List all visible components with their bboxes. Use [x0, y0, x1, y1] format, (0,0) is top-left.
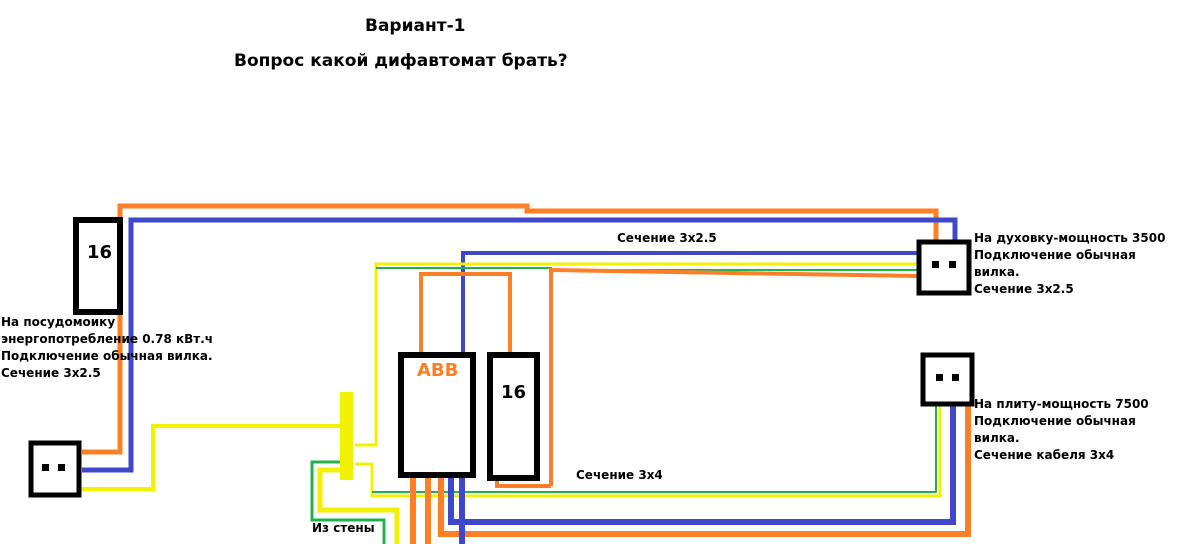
section-top-label: Сечение 3x2.5 — [617, 231, 717, 245]
stove-phase-wire — [438, 405, 971, 537]
left-breaker-rating: 16 — [87, 242, 113, 263]
stove-earth-wire-yellow — [355, 405, 942, 498]
oven-phase-wire — [549, 267, 919, 486]
dishwasher-earth-wire — [82, 424, 345, 491]
dishwasher-label: На посудомоику энергопотребление 0.78 кВ… — [1, 315, 214, 380]
diagram-title: Вариант-1 — [365, 16, 466, 36]
dishwasher-socket — [28, 440, 82, 498]
oven-earth-wire-yellow — [355, 262, 918, 447]
rcbo-breaker-abb — [398, 352, 476, 478]
section-bottom-label: Сечение 3x4 — [576, 468, 663, 482]
oven-label: На духовку-мощность 3500 Подключение обы… — [974, 231, 1166, 296]
rcbo-brand-label: ABB — [417, 360, 459, 381]
supply-earth-wire-yellow — [317, 467, 400, 544]
oven-socket — [916, 239, 972, 296]
rcbo-to-breaker-phase-link — [419, 272, 512, 354]
left-circuit-breaker — [73, 217, 123, 315]
diagram-subtitle: Вопрос какой дифавтомат брать? — [234, 51, 568, 71]
from-wall-label: Из стены — [312, 521, 375, 535]
center-breaker-rating: 16 — [501, 382, 527, 403]
stove-label: На плиту-мощность 7500 Подключение обычн… — [974, 397, 1149, 462]
dishwasher-neutral-wire — [82, 217, 958, 473]
stove-earth-wire-green — [372, 405, 937, 493]
center-circuit-breaker — [487, 352, 540, 481]
stove-socket — [920, 352, 975, 407]
breaker-output-phase — [495, 479, 551, 488]
dishwasher-phase-wire — [82, 203, 939, 455]
supply-earth-wire-green — [310, 460, 386, 544]
earth-busbar — [340, 392, 353, 480]
oven-neutral-wire — [461, 251, 918, 354]
stove-neutral-wire — [448, 405, 956, 525]
